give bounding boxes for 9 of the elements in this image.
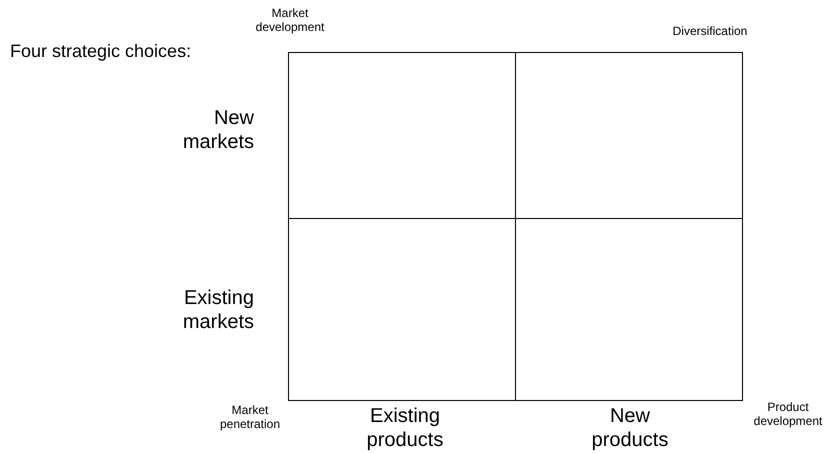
axis-label: New products <box>590 404 670 452</box>
axis-label: Existing markets <box>182 286 254 334</box>
quadrant-label: Diversification <box>672 24 748 38</box>
quadrant-label: Market penetration <box>218 403 282 432</box>
axis-label: Existing products <box>366 404 444 452</box>
quadrant-label: Market development <box>254 6 326 35</box>
axis-label: New markets <box>182 106 254 154</box>
heading: Four strategic choices: <box>10 41 192 63</box>
quadrant-label: Product development <box>752 400 824 429</box>
